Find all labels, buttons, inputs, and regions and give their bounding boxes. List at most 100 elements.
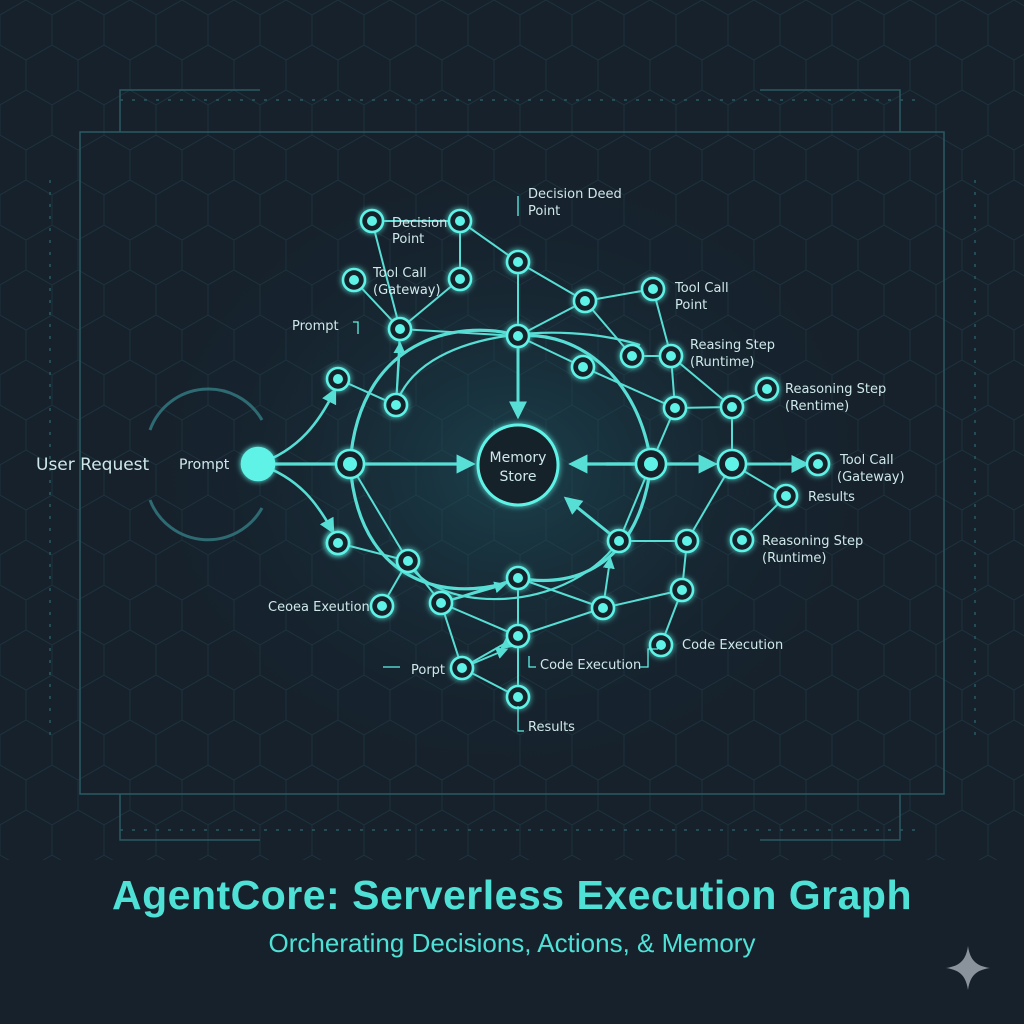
reasoning-step-1-label-1: Reasing Step [690, 338, 775, 353]
user-request-label: User Request [36, 455, 150, 475]
node-labels: User Request Prompt Prompt Porpt Decisio… [36, 187, 905, 735]
decision-point-left-label-1: Decision [392, 216, 447, 231]
graph-node [387, 316, 413, 342]
graph-node [359, 208, 385, 234]
graph-node-dot [455, 274, 465, 284]
graph-node-dot [648, 284, 658, 294]
graph-node-dot [513, 692, 523, 702]
graph-node [325, 366, 351, 392]
graph-edge [517, 300, 586, 337]
graph-node-dot [333, 374, 343, 384]
graph-node [773, 483, 799, 509]
graph-node-dot [457, 663, 467, 673]
graph-node-dot [343, 457, 357, 471]
graph-node [428, 590, 454, 616]
graph-node [640, 276, 666, 302]
graph-node [505, 249, 531, 275]
graph-node [505, 623, 531, 649]
graph-edge [406, 540, 620, 601]
graph-node [505, 323, 531, 349]
graph-node [729, 527, 755, 553]
graph-node-dot [682, 536, 692, 546]
graph-edge [670, 355, 733, 408]
graph-node-dot [513, 631, 523, 641]
page-title: AgentCore: Serverless Execution Graph [111, 872, 913, 918]
graph-node [572, 288, 598, 314]
tool-call-right-label-2: Point [675, 298, 707, 313]
graph-node-dot [656, 640, 666, 650]
decision-top-label-1: Decision Deed [528, 187, 622, 202]
graph-node [505, 565, 531, 591]
graph-node [590, 595, 616, 621]
reasoning-step-3-label-1: Reasoning Step [762, 534, 863, 549]
graph-node [341, 267, 367, 293]
graph-edge [517, 607, 604, 637]
graph-edge [582, 366, 676, 409]
graph-node [619, 343, 645, 369]
tool-call-gateway-label-1: Tool Call [839, 453, 894, 468]
tool-call-left-label-1: Tool Call [372, 266, 427, 281]
graph-node-dot [737, 535, 747, 545]
graph-edge [399, 278, 461, 330]
graph-node-dot [644, 457, 658, 471]
graph-edge [517, 577, 604, 609]
graph-node-dot [333, 538, 343, 548]
user-request-ring [148, 387, 264, 542]
sparkle-icon [946, 946, 990, 990]
graph-node-dot [403, 556, 413, 566]
graph-node [325, 530, 351, 556]
graph-node [383, 392, 409, 418]
graph-edge [517, 261, 586, 302]
graph-node [447, 208, 473, 234]
page-subtitle: Orcherating Decisions, Actions, & Memory [268, 928, 756, 958]
code-execution-left-label: Ceoea Exeution [268, 600, 370, 615]
graph-node-dot [513, 331, 523, 341]
prompt-main-label: Prompt [179, 457, 230, 473]
graph-node [674, 528, 700, 554]
results-right-label: Results [808, 490, 855, 505]
graph-node-dot [677, 585, 687, 595]
graph-node [240, 446, 276, 482]
graph-edge [440, 602, 519, 637]
graph-node-dot [249, 455, 267, 473]
graph-edge [349, 463, 409, 562]
graph-node-dot [513, 257, 523, 267]
graph-node [658, 343, 684, 369]
graph-node [648, 632, 674, 658]
graph-node-dot [614, 536, 624, 546]
graph-node-dot [391, 400, 401, 410]
graph-node [805, 451, 831, 477]
reasoning-step-1-label-2: (Runtime) [690, 355, 754, 370]
graph-edge [602, 589, 683, 609]
reasoning-step-2-label-1: Reasoning Step [785, 382, 886, 397]
graph-edge [371, 220, 401, 330]
graph-nodes [240, 208, 831, 710]
label-leader-ticks [353, 196, 658, 732]
graph-node-dot [598, 603, 608, 613]
code-execution-right-label: Code Execution [682, 638, 783, 653]
memory-store-label-1: Memory [490, 450, 547, 466]
prompt-upper-label: Prompt [292, 319, 339, 334]
graph-node [334, 448, 366, 480]
graph-node-dot [377, 601, 387, 611]
graph-node-dot [455, 216, 465, 226]
graph-edge [394, 331, 641, 406]
graph-node [395, 548, 421, 574]
graph-node [606, 528, 632, 554]
reasoning-step-2-label-2: (Rentime) [785, 399, 849, 414]
circuit-frame [49, 89, 976, 841]
graph-node-dot [813, 459, 823, 469]
graph-node [719, 394, 745, 420]
graph-node [662, 395, 688, 421]
graph-node-dot [725, 457, 739, 471]
graph-node-dot [395, 324, 405, 334]
tool-call-right-label-1: Tool Call [674, 281, 729, 296]
graph-node-dot [367, 216, 377, 226]
graph-node [449, 655, 475, 681]
graph-node [754, 376, 780, 402]
graph-node-dot [513, 573, 523, 583]
graph-node-dot [436, 598, 446, 608]
graph-node [570, 354, 596, 380]
memory-store-node [476, 423, 560, 507]
